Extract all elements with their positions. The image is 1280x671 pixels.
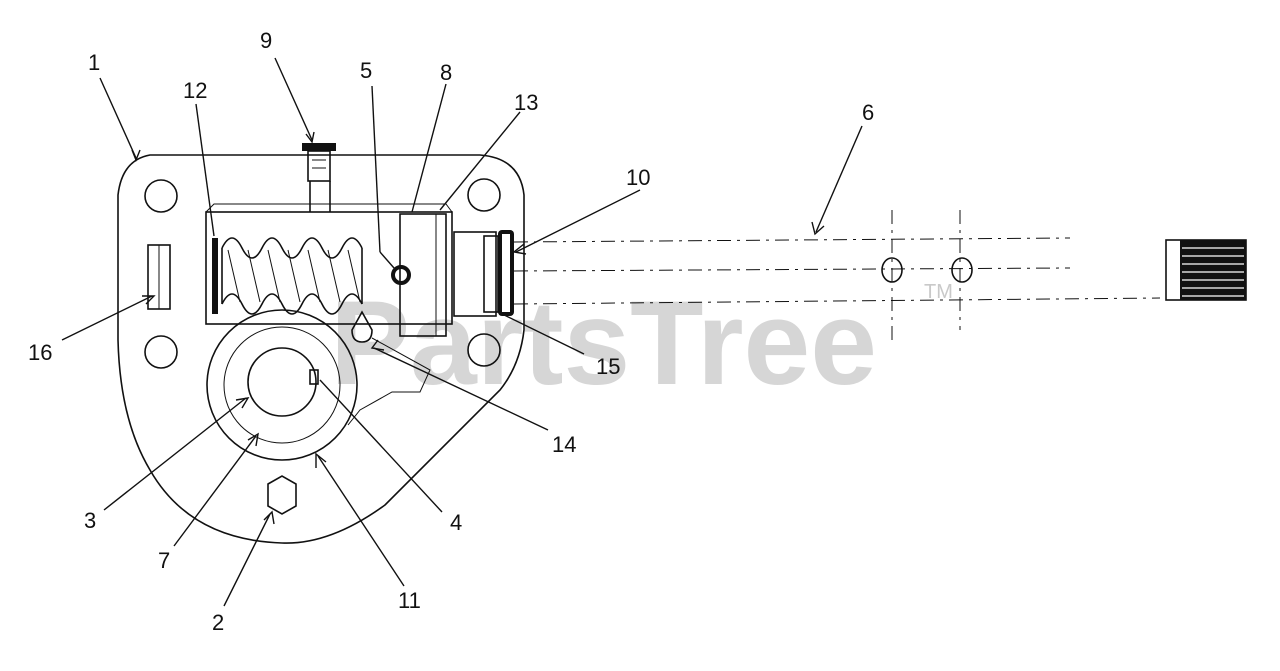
watermark-tm: TM (924, 281, 953, 303)
callout-4: 4 (450, 510, 462, 535)
gear-hub (247, 347, 317, 417)
callout-8: 8 (440, 60, 452, 85)
bolt-hole-bottom-left (144, 335, 178, 369)
callout-11: 11 (398, 588, 421, 613)
bearing-ball (391, 265, 411, 285)
bolt-hole-bottom-right (467, 333, 501, 367)
callout-6: 6 (862, 100, 874, 125)
washer-plate (212, 238, 218, 314)
grease-fitting (302, 143, 336, 212)
shaft-bottom-edge (513, 297, 1161, 305)
shaft-washer-face (502, 234, 510, 312)
bottom-bolt (267, 475, 297, 515)
callout-3: 3 (84, 508, 96, 533)
callout-13: 13 (514, 90, 538, 115)
stop-piece (351, 310, 373, 343)
shaft-spacer (453, 231, 497, 317)
shaft-hole-1 (881, 257, 903, 283)
callout-16: 16 (28, 340, 52, 365)
gear-key (309, 369, 319, 385)
watermark-text: PartsTree (330, 276, 877, 410)
worm-housing (205, 211, 453, 325)
callout-9: 9 (260, 28, 272, 53)
collar-band (435, 213, 447, 337)
housing-shade (205, 203, 453, 213)
callout-2: 2 (212, 610, 224, 635)
housing-plate (117, 154, 525, 544)
callout-5: 5 (360, 58, 372, 83)
leader-lines (61, 57, 863, 607)
stop-bracket (347, 337, 431, 426)
bolt-hole-top-right (467, 178, 501, 212)
shaft-top-edge (513, 237, 1071, 243)
callout-15: 15 (596, 354, 620, 379)
callout-10: 10 (626, 165, 650, 190)
gear-inner-ring (223, 326, 341, 444)
gear-outer-ring (206, 309, 358, 461)
shaft-spline-end (1165, 239, 1247, 301)
shaft-hole-2 (951, 257, 973, 283)
callout-12: 12 (183, 78, 207, 103)
callout-7: 7 (158, 548, 170, 573)
callout-14: 14 (552, 432, 576, 457)
worm-gear-coils (221, 237, 363, 315)
bolt-hole-top-left (144, 179, 178, 213)
shaft-center-line (513, 267, 1071, 272)
callout-1: 1 (88, 50, 100, 75)
